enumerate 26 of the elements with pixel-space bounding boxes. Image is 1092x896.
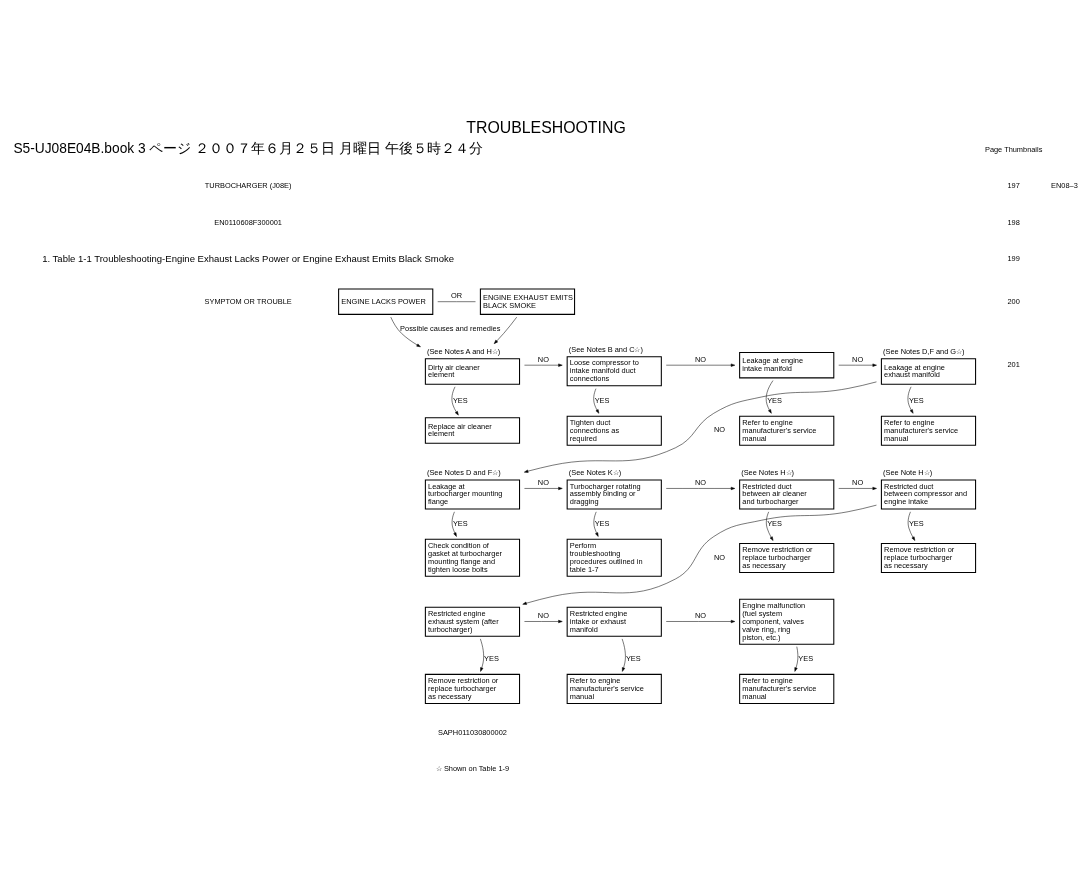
arrow (390, 316, 421, 347)
arrow (621, 638, 626, 672)
arrow (451, 386, 459, 415)
arrow (665, 486, 736, 490)
arrow (524, 363, 563, 367)
arrow (524, 381, 877, 473)
label: S5-UJ08E04B.book 3 ページ ２００７年６月２５日 月曜日 午後５時２４分 (13, 140, 483, 156)
label: 1. Table 1-1 Troubleshooting-Engine Exhaust Lacks Power or Engine Exhaust Emits Black Smoke (42, 252, 455, 264)
arrow (838, 486, 877, 490)
arrow (524, 486, 563, 490)
arrow (907, 386, 914, 414)
arrow (665, 363, 736, 367)
diagram-title: TROUBLESHOOTING (466, 118, 626, 136)
arrow (665, 619, 736, 623)
arrow (524, 619, 563, 623)
arrow (593, 387, 600, 414)
arrow (907, 511, 916, 541)
arrow (522, 504, 877, 605)
arrow (493, 316, 517, 344)
arrow (593, 511, 599, 537)
arrow (794, 645, 799, 672)
arrow (838, 363, 877, 367)
arrow (451, 511, 457, 537)
arrow (765, 379, 774, 414)
arrow (480, 638, 484, 672)
arrow (766, 511, 774, 541)
